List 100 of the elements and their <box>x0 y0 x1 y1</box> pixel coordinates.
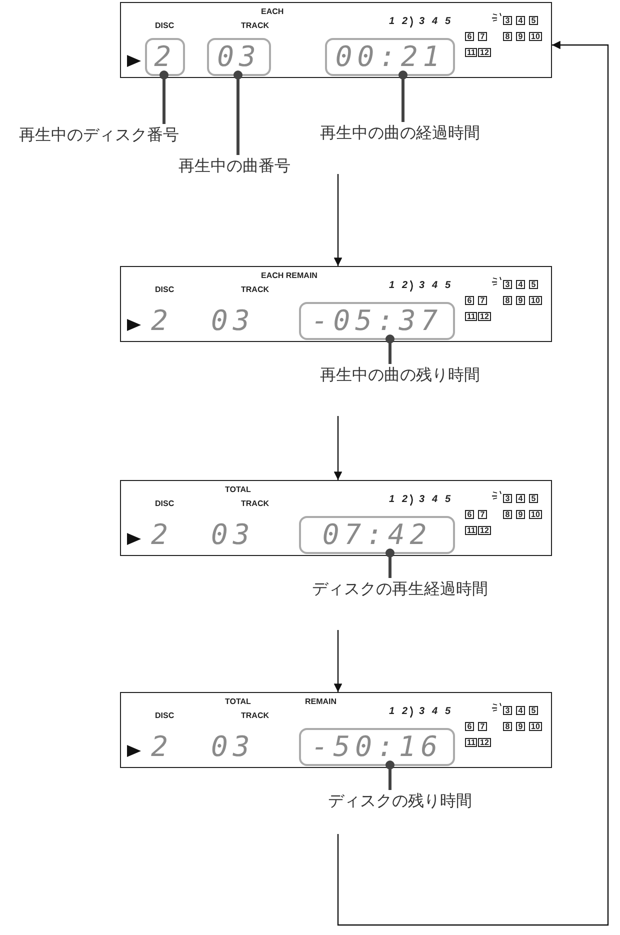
track-slot: 10 <box>529 296 542 305</box>
leader-line <box>386 548 394 578</box>
track-slot: 7 <box>478 296 487 305</box>
track-slot: 6 <box>465 510 474 519</box>
disc-number: 1 <box>389 281 395 291</box>
track-slot: 11 <box>465 312 478 321</box>
track-slot: 7 <box>478 32 487 41</box>
track-slot: 3 <box>503 494 512 503</box>
indicator-label: DISC <box>155 712 174 720</box>
track-slot: 7 <box>478 722 487 731</box>
lcd-display-panel <box>120 2 552 78</box>
highlight-frame <box>299 728 455 766</box>
indicator-label: TRACK <box>241 286 269 294</box>
indicator-label: REMAIN <box>305 698 337 706</box>
segment-digits: 03 <box>211 307 255 335</box>
track-slot: 12 <box>478 48 491 57</box>
segment-digits: 03 <box>211 521 255 549</box>
track-slot: 4 <box>516 280 525 289</box>
flow-arrow <box>334 416 342 480</box>
mode-indicator: TOTAL <box>225 486 251 494</box>
track-slot: 9 <box>516 32 525 41</box>
track-slot: 5 <box>529 280 538 289</box>
disc-number: 1 <box>389 17 395 27</box>
track-slot: 8 <box>503 510 512 519</box>
disc-number: 4 <box>432 495 438 505</box>
segment-digits: 2 <box>151 733 173 761</box>
leader-line <box>386 334 394 364</box>
track-slot: 6 <box>465 296 474 305</box>
disc-number: 4 <box>432 707 438 717</box>
lcd-display-panel <box>120 480 552 556</box>
disc-number: 3 <box>419 281 425 291</box>
track-slot: 10 <box>529 510 542 519</box>
disc-number: 3 <box>419 707 425 717</box>
track-slot: 3 <box>503 16 512 25</box>
track-slot: 12 <box>478 738 491 747</box>
segment-digits: 2 <box>151 307 173 335</box>
segment-digits: 07:42 <box>322 521 432 549</box>
disc-number: 3 <box>419 495 425 505</box>
indicator-label: TRACK <box>241 22 269 30</box>
disc-number: 1 <box>389 707 395 717</box>
track-slot: 10 <box>529 32 542 41</box>
track-slot: 11 <box>465 526 478 535</box>
segment-digits: 03 <box>211 733 255 761</box>
lcd-display-panel <box>120 692 552 768</box>
highlight-frame <box>299 516 455 554</box>
indicator-label: DISC <box>155 286 174 294</box>
highlight-frame <box>207 38 271 76</box>
flow-arrow <box>334 630 342 692</box>
track-slot: 12 <box>478 526 491 535</box>
disc-number: 2 <box>402 495 408 505</box>
track-slot: 4 <box>516 494 525 503</box>
indicator-label: DISC <box>155 500 174 508</box>
disc-number: 2 <box>402 281 408 291</box>
track-slot: 5 <box>529 706 538 715</box>
disc-number: 5 <box>445 495 451 505</box>
mode-indicator: TOTAL <box>225 698 251 706</box>
indicator-label: TRACK <box>241 500 269 508</box>
track-slot: 6 <box>465 32 474 41</box>
segment-digits: 2 <box>151 521 173 549</box>
leader-line <box>234 70 242 155</box>
segment-digits: 00:21 <box>335 43 445 71</box>
disc-number: 4 <box>432 17 438 27</box>
track-slot: 5 <box>529 16 538 25</box>
track-slot: 12 <box>478 312 491 321</box>
track-slot: 11 <box>465 48 478 57</box>
disc-number: 5 <box>445 707 451 717</box>
segment-digits: -05:37 <box>311 307 443 335</box>
track-slot: 8 <box>503 296 512 305</box>
track-slot: 9 <box>516 510 525 519</box>
track-slot: 3 <box>503 280 512 289</box>
disc-number: 4 <box>432 281 438 291</box>
track-slot: 4 <box>516 706 525 715</box>
track-slot: 8 <box>503 32 512 41</box>
disc-number: 2 <box>402 707 408 717</box>
leader-line <box>398 70 408 122</box>
highlight-frame <box>299 302 455 340</box>
highlight-frame <box>145 38 185 76</box>
track-slot: 7 <box>478 510 487 519</box>
track-slot: 10 <box>529 722 542 731</box>
indicator-label: DISC <box>155 22 174 30</box>
track-slot: 8 <box>503 722 512 731</box>
track-slot: 4 <box>516 16 525 25</box>
track-slot: 3 <box>503 706 512 715</box>
segment-digits: 2 <box>154 43 176 71</box>
lcd-display-panel <box>120 266 552 342</box>
track-slot: 6 <box>465 722 474 731</box>
mode-indicator: EACH REMAIN <box>261 272 318 280</box>
disc-number: 5 <box>445 17 451 27</box>
segment-digits: -50:16 <box>311 733 443 761</box>
track-slot: 9 <box>516 722 525 731</box>
track-slot: 11 <box>465 738 478 747</box>
mode-indicator: EACH <box>261 8 284 16</box>
flow-arrow <box>337 40 609 926</box>
track-slot: 9 <box>516 296 525 305</box>
leader-line <box>386 760 394 790</box>
disc-number: 2 <box>402 17 408 27</box>
disc-number: 3 <box>419 17 425 27</box>
flow-arrow <box>334 174 342 266</box>
indicator-label: TRACK <box>241 712 269 720</box>
disc-number: 1 <box>389 495 395 505</box>
